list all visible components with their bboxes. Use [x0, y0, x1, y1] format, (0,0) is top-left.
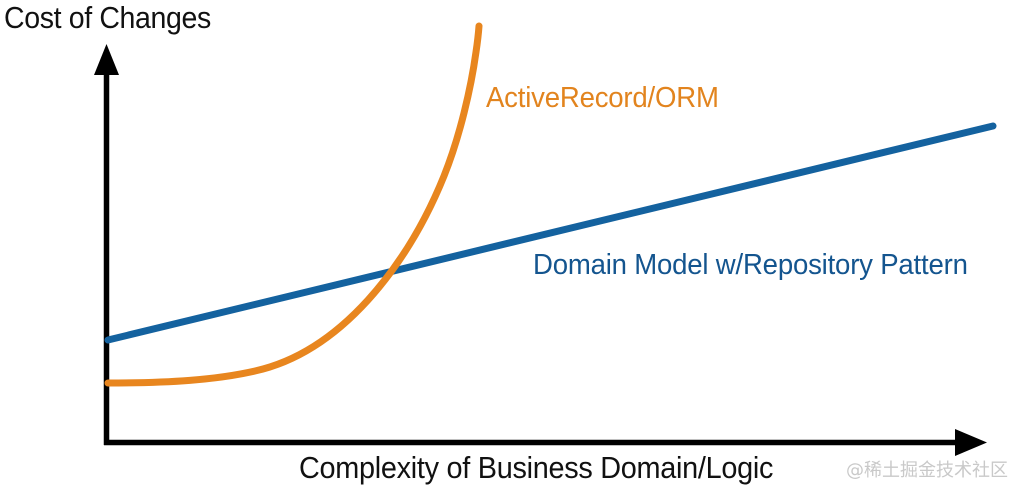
y-axis-title: Cost of Changes [4, 0, 211, 35]
series-curve-activerecord-orm [104, 22, 483, 387]
x-axis-title: Complexity of Business Domain/Logic [299, 450, 774, 485]
x-axis [104, 429, 987, 456]
series-label-activerecord-orm: ActiveRecord/ORM [486, 82, 719, 114]
series-line-domain-model [104, 122, 997, 344]
watermark: @稀土掘金技术社区 [846, 460, 1008, 481]
y-axis-arrowhead-icon [94, 44, 119, 75]
series-label-domain-model: Domain Model w/Repository Pattern [533, 249, 968, 281]
x-axis-arrowhead-icon [955, 429, 987, 456]
